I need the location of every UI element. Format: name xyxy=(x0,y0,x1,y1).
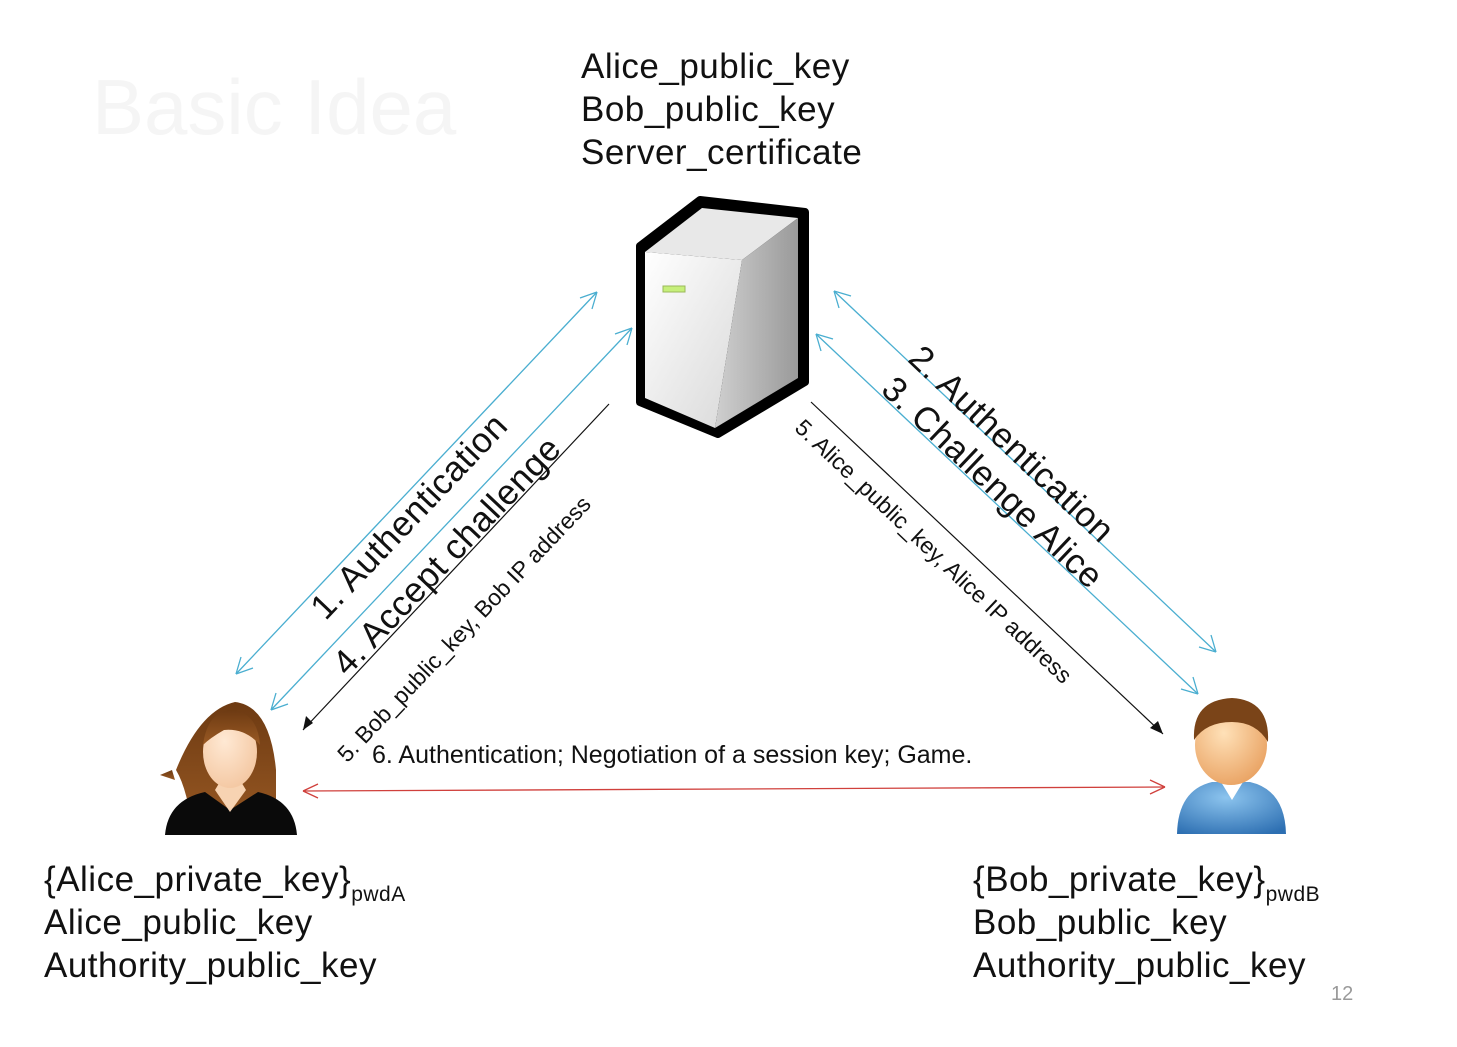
alice-encrypted-private-key: {Alice_private_key}pwdA xyxy=(44,858,406,905)
server-key-item: Bob_public_key xyxy=(581,90,836,129)
server-key-item: Alice_public_key xyxy=(581,47,850,86)
slide-title-watermark: Basic Idea xyxy=(92,63,457,151)
alice-key-list: {Alice_private_key}pwdA Alice_public_key… xyxy=(44,858,406,987)
page-number: 12 xyxy=(1331,983,1354,1005)
bob-key-item: Bob_public_key xyxy=(973,903,1228,942)
bob-key-item: Authority_public_key xyxy=(973,946,1306,985)
bob-pwd-subscript: pwdB xyxy=(1265,883,1321,906)
bob-private-key-text: {Bob_private_key} xyxy=(973,860,1266,899)
arrow-server-to-bob xyxy=(810,401,1164,735)
arrow-alice-server-accept xyxy=(270,327,633,711)
arrow-bob-server-authentication xyxy=(833,290,1217,653)
arrow-bob-server-challenge xyxy=(815,333,1199,695)
server-icon xyxy=(636,196,809,438)
arrow-alice-bob-direct xyxy=(302,779,1166,799)
arrow-alice-server-authentication xyxy=(235,291,598,675)
bob-encrypted-private-key: {Bob_private_key}pwdB xyxy=(973,858,1320,905)
alice-key-item: Alice_public_key xyxy=(44,903,313,942)
bob-avatar-icon xyxy=(1177,698,1286,834)
bob-key-list: {Bob_private_key}pwdB Bob_public_key Aut… xyxy=(973,858,1320,987)
server-key-item: Server_certificate xyxy=(581,133,863,172)
alice-pwd-subscript: pwdA xyxy=(351,883,406,906)
alice-key-item: Authority_public_key xyxy=(44,946,377,985)
arrow-server-to-alice xyxy=(302,403,610,731)
label-6-authentication-session: 6. Authentication; Negotiation of a sess… xyxy=(372,741,973,769)
server-key-list: Alice_public_key Bob_public_key Server_c… xyxy=(581,45,862,174)
alice-private-key-text: {Alice_private_key} xyxy=(44,860,352,899)
alice-avatar-icon xyxy=(160,702,297,835)
